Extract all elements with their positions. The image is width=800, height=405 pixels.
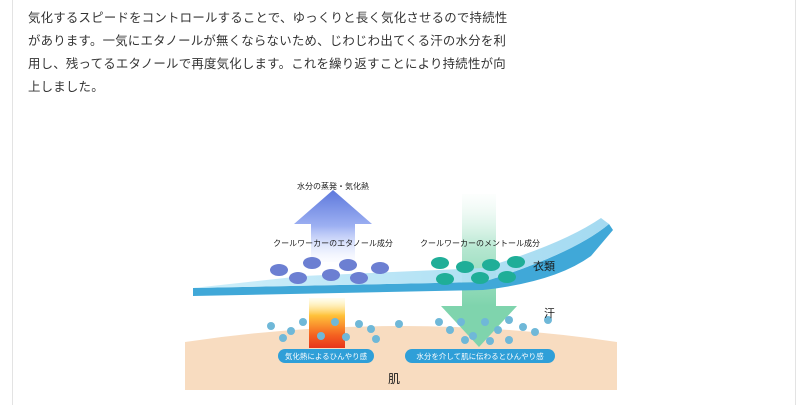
menthol-arrow-head [441,306,517,347]
article-line-3: 用し、残ってるエタノールで再度気化します。これを繰り返すことにより持続性が向 [28,56,506,71]
clothing-label: 衣類 [533,259,555,273]
menthol-label: クールワーカーのメントール成分 [420,238,540,248]
ethanol-particles [270,257,389,284]
evaporation-label: 水分の蒸発・気化熱 [297,181,369,191]
right-pill-label: 水分を介して肌に伝わるとひんやり感 [416,351,544,361]
cooling-mechanism-diagram: 水分の蒸発・気化熱 クールワーカーのエタノール成分 クールワーカーのメントール成… [183,172,619,394]
left-pill [278,349,374,363]
right-pill [405,349,555,363]
article-line-2: があります。一気にエタノールが無くならないため、じわじわ出てくる汗の水分を利 [28,33,507,48]
article-line-1: 気化するスピードをコントロールすることで、ゆっくりと長く気化させるので持続性 [28,10,508,25]
left-border [12,0,13,405]
ethanol-label: クールワーカーのエタノール成分 [273,238,393,248]
right-border [795,0,796,405]
menthol-particles [431,256,525,285]
heat-bar [309,298,345,348]
skin-label: 肌 [388,372,400,386]
left-pill-label: 気化熱によるひんやり感 [285,351,368,361]
article-text: 気化するスピードをコントロールすることで、ゆっくりと長く気化させるので持続性 が… [28,6,508,98]
sweat-drops [267,316,552,345]
article-line-4: 上しました。 [28,79,104,94]
sweat-label: 汗 [544,307,555,320]
evaporation-arrow [294,190,372,262]
